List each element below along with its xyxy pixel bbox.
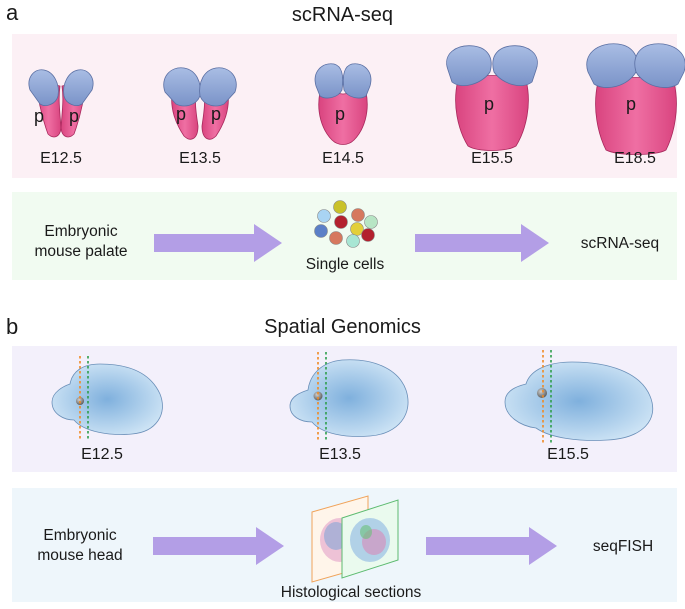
stage-label-e12-5: E12.5 <box>81 446 123 463</box>
head-e12-5 <box>51 356 163 440</box>
flow-input-line1: Embryonic <box>43 527 117 544</box>
palate-marker: p <box>484 94 495 114</box>
palate-e13-5 <box>163 67 237 140</box>
palate-e18-5 <box>586 43 685 155</box>
panel-b-title: Spatial Genomics <box>264 316 421 338</box>
flow-input-line1: Embryonic <box>44 223 118 240</box>
histological-sections <box>311 495 399 583</box>
palate-marker: p <box>176 104 187 124</box>
stage-label-e13-5: E13.5 <box>319 446 361 463</box>
stage-label-e14-5: E14.5 <box>322 150 364 167</box>
histological-sections-label: Histological sections <box>280 584 422 601</box>
stage-label-e15-5: E15.5 <box>471 150 513 167</box>
flow-input-label: Embryonic mouse head <box>20 526 140 566</box>
palate-marker: p <box>335 104 346 124</box>
seqfish-output-label: seqFISH <box>592 538 654 555</box>
arrow-sections-to-seqfish <box>426 527 557 565</box>
palate-marker: p <box>69 106 80 126</box>
scrnaseq-output-label: scRNA-seq <box>580 235 660 252</box>
palate-marker: p <box>626 94 637 114</box>
panel-b-letter: b <box>6 314 19 339</box>
panel-a-letter: a <box>6 0 19 25</box>
palate-e12-5 <box>28 69 94 138</box>
palate-marker: p <box>34 106 45 126</box>
stage-label-e12-5: E12.5 <box>40 150 82 167</box>
single-cells-cluster <box>314 200 378 248</box>
arrow-palate-to-cells <box>154 224 282 262</box>
flow-input-label: Embryonic mouse palate <box>20 222 142 262</box>
arrow-cells-to-scrnaseq <box>415 224 549 262</box>
stage-label-e13-5: E13.5 <box>179 150 221 167</box>
head-e15-5 <box>504 350 654 444</box>
head-e13-5 <box>289 352 409 442</box>
panel-a-title: scRNA-seq <box>291 4 394 26</box>
palate-marker: p <box>211 104 222 124</box>
single-cells-label: Single cells <box>305 256 385 273</box>
palate-e15-5 <box>446 45 538 151</box>
arrow-head-to-sections <box>153 527 284 565</box>
stage-label-e15-5: E15.5 <box>547 446 589 463</box>
flow-input-line2: mouse palate <box>34 243 128 260</box>
palate-e14-5 <box>314 63 372 145</box>
flow-input-line2: mouse head <box>37 547 123 564</box>
stage-label-e18-5: E18.5 <box>614 150 656 167</box>
